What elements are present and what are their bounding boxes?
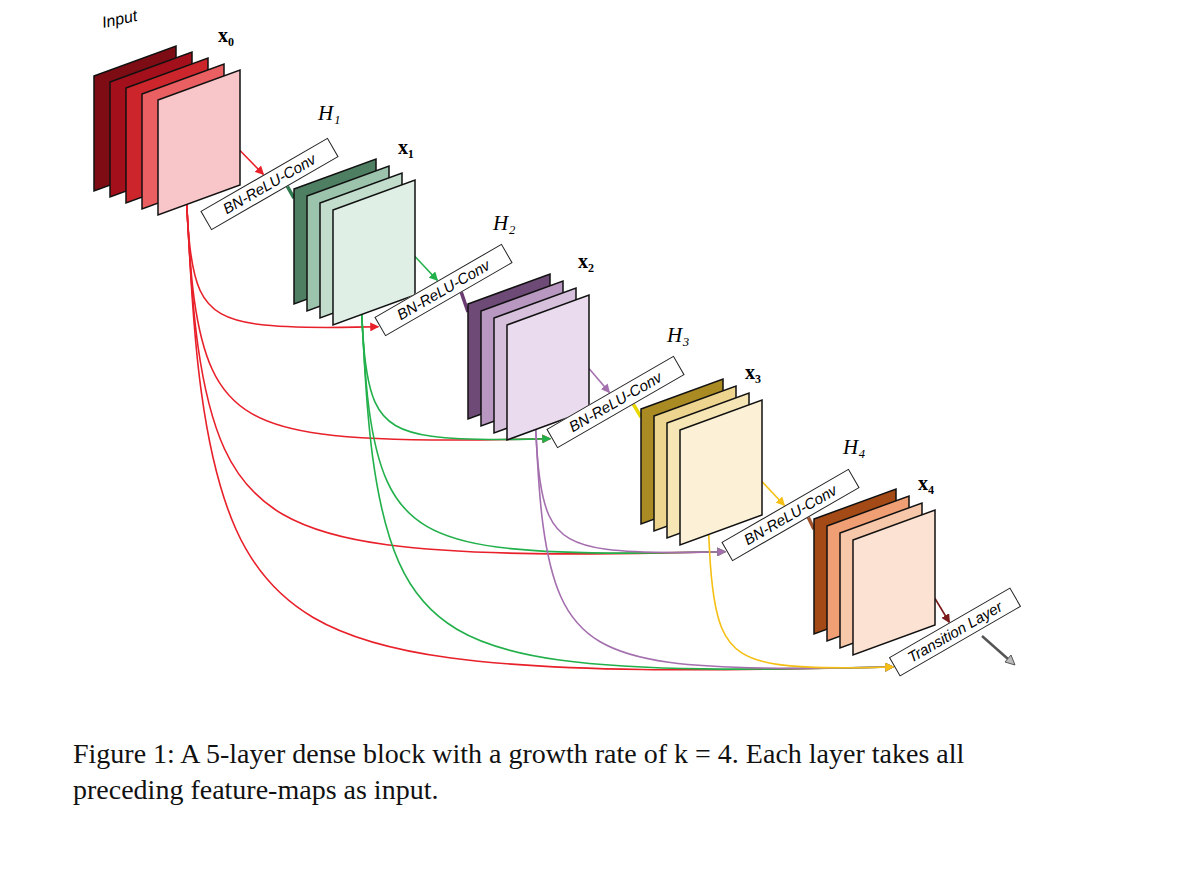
connector [808, 517, 814, 529]
connector [187, 205, 726, 554]
connector [187, 205, 894, 670]
feature-label: x₂ [578, 250, 594, 272]
connector [633, 404, 641, 417]
connector [935, 598, 949, 622]
feature-map-stack: Inputx₀ [94, 46, 240, 215]
connector [240, 150, 263, 174]
feature-maps [814, 489, 935, 655]
layer-label: Transition Layer [889, 587, 1021, 676]
feature-maps [641, 379, 762, 545]
feature-label: x₃ [745, 361, 761, 383]
layer-label: BN-ReLU-Conv [546, 356, 684, 449]
layer-box: BN-ReLU-ConvH₄ [721, 469, 859, 562]
input-label: Input [100, 7, 138, 32]
feature-map [853, 510, 935, 655]
layer-label: BN-ReLU-Conv [721, 469, 859, 562]
feature-map-stack: x₄ [814, 489, 935, 655]
feature-map [680, 400, 762, 545]
feature-label: x₁ [398, 136, 414, 158]
connector [762, 481, 784, 505]
layer-name: H₄ [843, 436, 865, 459]
connector [589, 368, 609, 392]
feature-map-stack: x₁ [294, 159, 415, 325]
figure-caption: Figure 1: A 5-layer dense block with a g… [73, 736, 1023, 809]
layer-box: BN-ReLU-ConvH₂ [374, 244, 512, 337]
layer-box: BN-ReLU-ConvH₃ [546, 356, 684, 449]
feature-map [158, 70, 240, 215]
output-arrow [982, 636, 1015, 665]
connector [415, 256, 437, 280]
feature-label: x₀ [218, 24, 234, 46]
layer-name: H₂ [493, 212, 515, 235]
connector [461, 292, 468, 312]
feature-maps [294, 159, 415, 325]
connector [287, 186, 294, 198]
layer-name: H₃ [667, 324, 689, 347]
layer-box: BN-ReLU-ConvH₁ [200, 138, 338, 231]
layer-box: Transition Layer [889, 587, 1021, 676]
feature-map-stack: x₃ [641, 379, 762, 545]
layer-label: BN-ReLU-Conv [200, 138, 338, 231]
feature-label: x₄ [918, 472, 934, 494]
layer-name: H₁ [318, 102, 340, 125]
output-arrow-shaft [982, 636, 1008, 659]
feature-maps [94, 46, 240, 215]
output-arrow-head [1005, 655, 1015, 665]
layer-label: BN-ReLU-Conv [374, 244, 512, 337]
